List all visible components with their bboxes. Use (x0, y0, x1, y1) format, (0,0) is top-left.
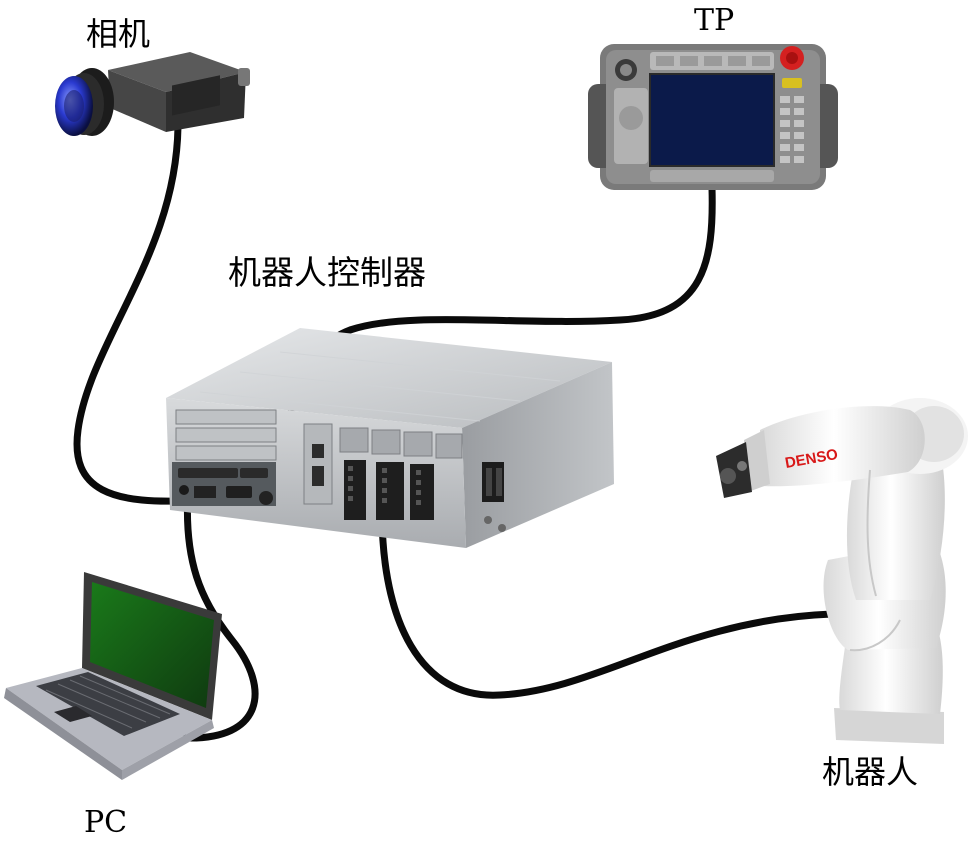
camera-cable (73, 114, 204, 505)
robot-label: 机器人 (822, 753, 919, 791)
robot-cable (378, 508, 836, 699)
camera-label: 相机 (86, 15, 151, 53)
laptop-icon (4, 572, 222, 780)
teach-pendant-icon (588, 44, 838, 190)
pc-label: PC (84, 805, 128, 840)
controller-icon (166, 328, 614, 548)
controller-label: 机器人控制器 (228, 253, 426, 292)
robot-arm-icon (716, 398, 968, 744)
camera-icon (55, 52, 250, 136)
pc-cable (182, 488, 259, 742)
teach-pendant-label: TP (694, 3, 735, 38)
